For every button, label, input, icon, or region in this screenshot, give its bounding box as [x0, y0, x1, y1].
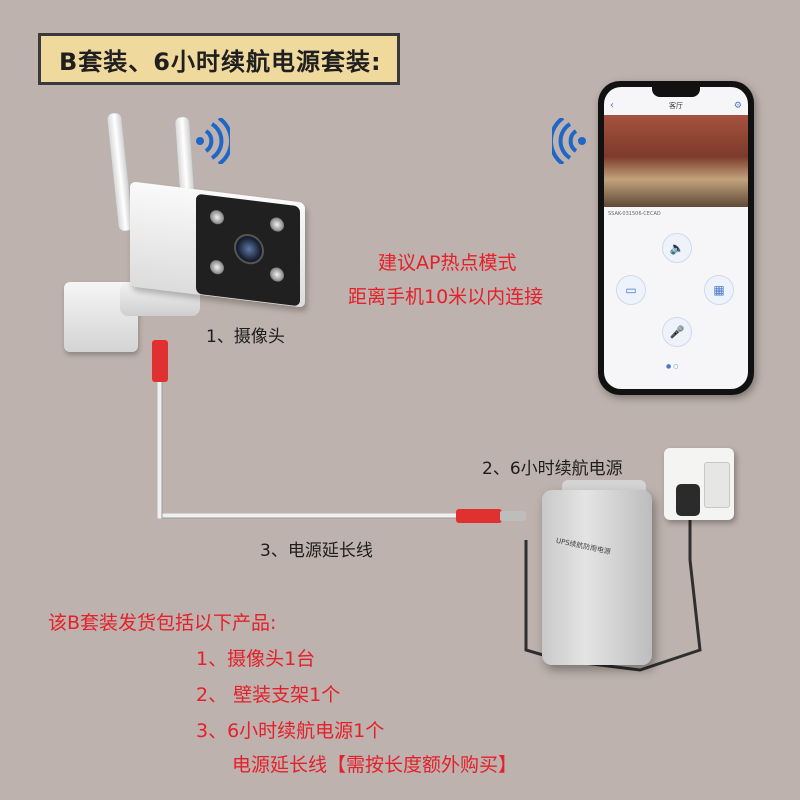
camera-lens — [234, 232, 264, 266]
page-title-text: B套装、6小时续航电源套装: — [59, 47, 382, 76]
microphone-icon[interactable]: 🎤 — [662, 317, 692, 347]
speaker-icon[interactable]: 🔈 — [662, 233, 692, 263]
extension-cable-label: 3、电源延长线 — [260, 541, 373, 561]
distance-tip: 距离手机10米以内连接 — [348, 286, 544, 308]
app-room-title: 客厅 — [669, 102, 683, 110]
back-icon[interactable]: ‹ — [610, 100, 614, 111]
wifi-icon — [552, 118, 586, 164]
package-item: 3、6小时续航电源1个 — [196, 720, 385, 742]
phone-notch — [652, 87, 700, 97]
ups-power-supply — [542, 490, 652, 665]
wifi-icon — [196, 118, 230, 164]
camera-front-panel — [196, 193, 300, 307]
cable-connector-top — [152, 340, 168, 382]
dc-plug — [500, 511, 526, 521]
device-id: SSAK-031506-CECAD — [608, 211, 661, 217]
page-indicator: ● ○ — [666, 363, 679, 370]
settings-icon[interactable]: ⚙ — [733, 101, 742, 111]
record-icon[interactable]: ▭ — [616, 275, 646, 305]
page-title: B套装、6小时续航电源套装: — [38, 33, 400, 85]
wall-switch — [704, 462, 730, 508]
package-item: 2、 壁装支架1个 — [196, 684, 341, 706]
camera-ir-led — [210, 209, 224, 226]
power-plug — [676, 484, 700, 516]
cable-connector-side — [456, 509, 502, 523]
package-item: 1、摄像头1台 — [196, 648, 316, 670]
camera-label: 1、摄像头 — [206, 327, 285, 347]
power-supply-label: 2、6小时续航电源 — [482, 459, 623, 479]
smartphone: ‹ 客厅 ⚙ SSAK-031506-CECAD 🔈 ▭ ▦ 🎤 ● ○ — [598, 81, 754, 395]
camera-ir-led — [270, 216, 284, 233]
camera-live-view[interactable] — [604, 115, 748, 207]
phone-screen: ‹ 客厅 ⚙ SSAK-031506-CECAD 🔈 ▭ ▦ 🎤 ● ○ — [604, 87, 748, 389]
gallery-icon[interactable]: ▦ — [704, 275, 734, 305]
package-item: 电源延长线【需按长度额外购买】 — [232, 754, 518, 776]
app-header: ‹ 客厅 ⚙ — [604, 97, 748, 115]
ap-mode-tip: 建议AP热点模式 — [378, 252, 517, 274]
package-heading: 该B套装发货包括以下产品: — [48, 612, 277, 634]
camera-ir-led — [270, 266, 284, 283]
camera-ir-led — [210, 259, 224, 276]
